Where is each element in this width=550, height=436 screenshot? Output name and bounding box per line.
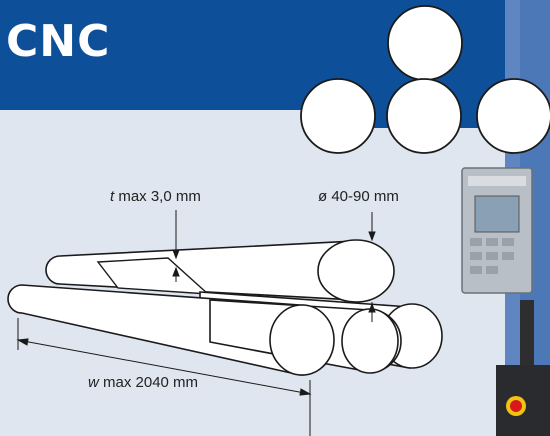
banner-edge bbox=[0, 110, 550, 128]
width-label: w max 2040 mm bbox=[88, 374, 199, 391]
diameter-label: ø 40-90 mm bbox=[318, 188, 399, 205]
dimension-lines bbox=[16, 210, 376, 436]
front-roll-end bbox=[269, 304, 335, 376]
emergency-stop-icon bbox=[510, 400, 522, 412]
three-roll-logo-icon bbox=[300, 5, 550, 154]
thickness-label: t max 3,0 mm bbox=[110, 188, 201, 205]
control-screen bbox=[474, 195, 520, 233]
machine-photo bbox=[461, 0, 550, 436]
page-title: CNC bbox=[6, 16, 111, 67]
